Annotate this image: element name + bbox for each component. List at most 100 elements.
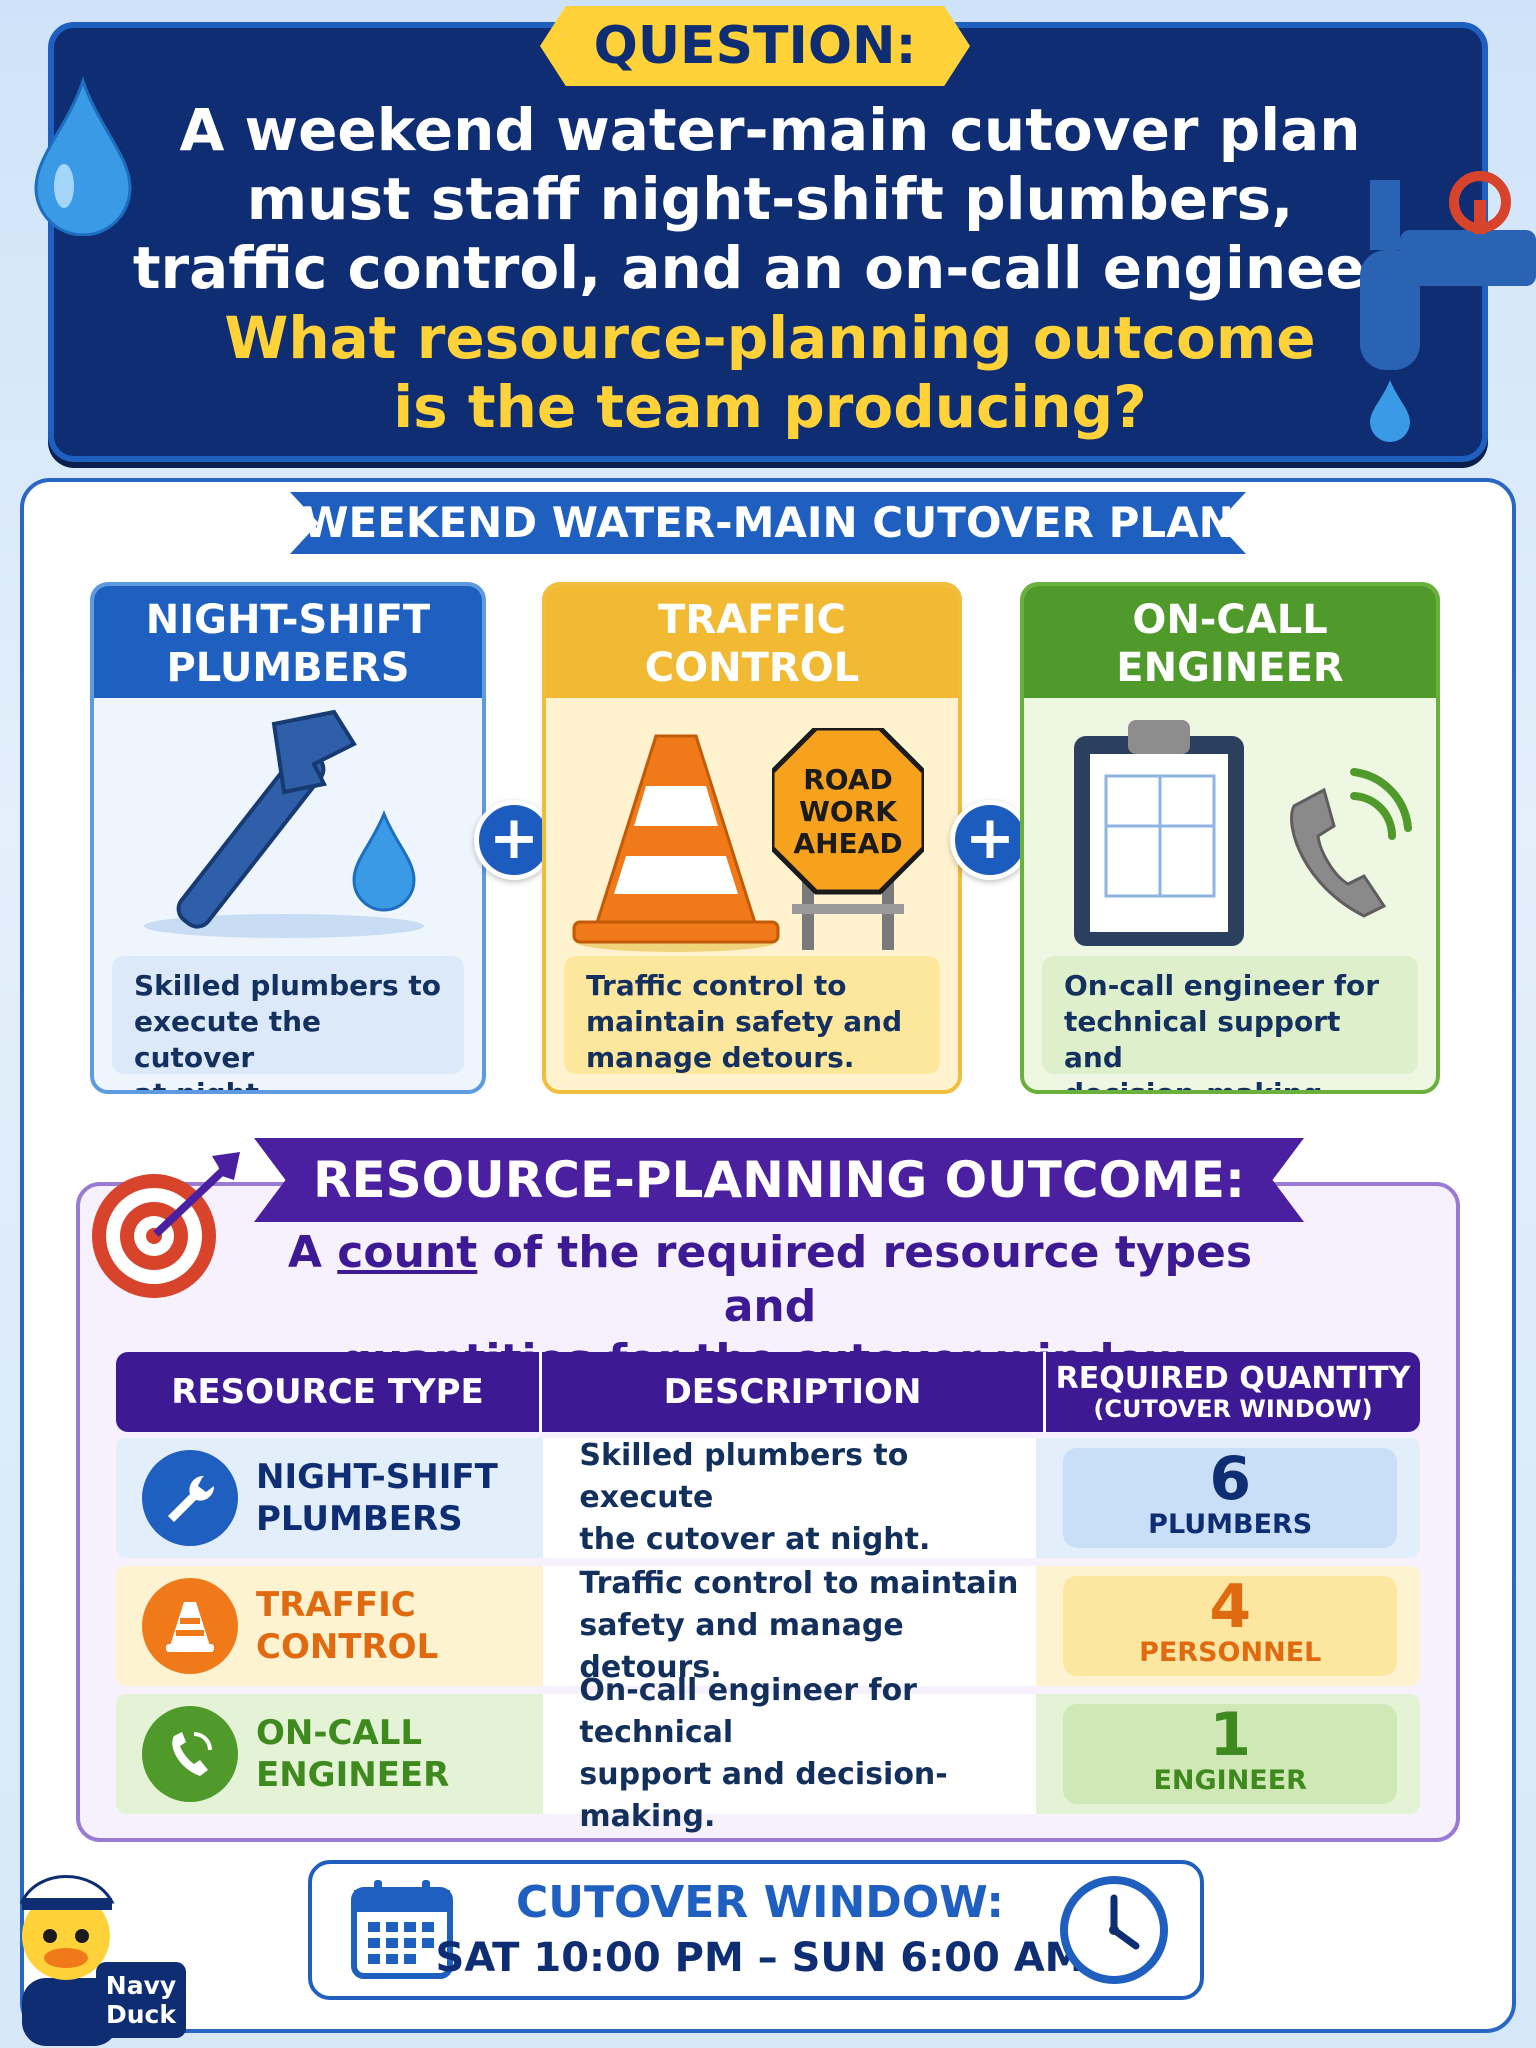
road-work-sign-text: ROAD WORK AHEAD [772, 764, 924, 860]
wrench-icon [142, 1450, 238, 1546]
mascot-label: Navy Duck [96, 1962, 186, 2038]
card-title-line-1: ON-CALL [1132, 597, 1328, 643]
question-highlight: What resource-planning outcome is the te… [120, 304, 1420, 442]
quantity-cell: 4 PERSONNEL [1040, 1566, 1420, 1686]
question-line-4: What resource-planning outcome [224, 304, 1316, 372]
header-quantity: REQUIRED QUANTITY (CUTOVER WINDOW) [1046, 1352, 1420, 1432]
mascot-label-line: Navy [105, 1971, 177, 2000]
question-line-1: A weekend water-main cutover plan [179, 96, 1361, 164]
resource-type-cell: TRAFFIC CONTROL [116, 1566, 539, 1686]
quantity-cell: 6 PLUMBERS [1040, 1438, 1420, 1558]
description-line: On-call engineer for technical [579, 1673, 917, 1750]
sign-line: WORK [799, 795, 897, 828]
card-desc-line: Traffic control to [586, 969, 847, 1002]
card-on-call-engineer: ON-CALL ENGINEER On-call engineer for te… [1020, 582, 1440, 1094]
cutover-window-title: CUTOVER WINDOW: [516, 1877, 1004, 1928]
warning-sign-icon [772, 728, 924, 950]
card-title-line-1: NIGHT-SHIFT [145, 597, 431, 643]
wrench-icon [144, 709, 424, 938]
traffic-cone-icon [142, 1578, 238, 1674]
plus-icon: + [950, 800, 1030, 880]
cutover-window-box [308, 1860, 1204, 2000]
header-description: DESCRIPTION [542, 1352, 1046, 1432]
card-desc-line: execute the cutover [134, 1005, 322, 1074]
card-desc-line: maintain safety and [586, 1005, 903, 1038]
description-line: Skilled plumbers to execute [579, 1438, 909, 1515]
question-line-3: traffic control, and an on-call engineer… [132, 234, 1408, 302]
description-cell: On-call engineer for technical support a… [543, 1673, 1037, 1834]
calendar-icon [351, 1880, 453, 1979]
description-cell: Skilled plumbers to execute the cutover … [543, 1438, 1037, 1558]
faucet-icon [1360, 171, 1536, 442]
card-header: TRAFFIC CONTROL [546, 586, 958, 698]
card-desc-line: manage detours. [586, 1041, 855, 1074]
header-quantity-label: REQUIRED QUANTITY [1055, 1361, 1411, 1396]
clock-icon [1060, 1876, 1168, 1984]
sign-line: ROAD [803, 763, 893, 796]
question-tag: QUESTION: [540, 6, 970, 86]
target-icon [92, 1152, 240, 1298]
card-desc-line: decision-making. [1064, 1077, 1334, 1094]
clipboard-icon [1074, 720, 1244, 946]
card-night-shift-plumbers: NIGHT-SHIFT PLUMBERS Skilled plumbers to… [90, 582, 486, 1094]
card-header: ON-CALL ENGINEER [1024, 586, 1436, 698]
resource-type-line: TRAFFIC [256, 1585, 416, 1625]
description-line: Traffic control to maintain [579, 1566, 1019, 1601]
outcome-count-word: count [337, 1227, 478, 1278]
phone-icon [142, 1706, 238, 1802]
header-quantity-sub: (CUTOVER WINDOW) [1093, 1395, 1373, 1423]
description-cell: Traffic control to maintain safety and m… [543, 1566, 1037, 1686]
card-title-line-2: PLUMBERS [166, 645, 410, 691]
resource-type-line: CONTROL [256, 1627, 439, 1667]
quantity-unit: ENGINEER [1153, 1765, 1307, 1796]
question-line-5: is the team producing? [393, 373, 1147, 441]
description-line: safety and manage detours. [579, 1608, 904, 1685]
quantity-cell: 1 ENGINEER [1040, 1694, 1420, 1814]
question-line-2: must staff night-shift plumbers, [246, 165, 1294, 233]
phone-icon [1290, 768, 1412, 918]
traffic-cone-icon [572, 734, 780, 952]
sign-line: AHEAD [793, 827, 903, 860]
quantity-badge: 4 PERSONNEL [1063, 1572, 1398, 1676]
resource-type-line: PLUMBERS [256, 1499, 463, 1539]
resource-type-cell: NIGHT-SHIFT PLUMBERS [116, 1438, 539, 1558]
resource-type-line: NIGHT-SHIFT [256, 1457, 498, 1497]
quantity-unit: PERSONNEL [1139, 1637, 1322, 1668]
card-description: Traffic control to maintain safety and m… [564, 956, 940, 1074]
resource-type-line: ON-CALL [256, 1713, 423, 1753]
quantity-badge: 6 PLUMBERS [1063, 1444, 1398, 1548]
table-row: TRAFFIC CONTROL Traffic control to maint… [116, 1566, 1420, 1686]
mascot-label-line: Duck [106, 2000, 176, 2029]
outcome-title: RESOURCE-PLANNING OUTCOME: [254, 1138, 1304, 1222]
resource-type-line: ENGINEER [256, 1755, 450, 1795]
quantity-value: 4 [1209, 1572, 1252, 1642]
description-line: the cutover at night. [579, 1522, 931, 1557]
resource-type-cell: ON-CALL ENGINEER [116, 1694, 539, 1814]
cutover-window-time: SAT 10:00 PM – SUN 6:00 AM [435, 1935, 1085, 1981]
card-desc-line: at night. [134, 1077, 270, 1094]
header-resource-type: RESOURCE TYPE [116, 1352, 542, 1432]
road-work-sign: ROAD WORK AHEAD [772, 728, 924, 954]
quantity-value: 6 [1209, 1444, 1252, 1514]
water-drop-icon [34, 76, 132, 236]
card-title-line-2: CONTROL [644, 645, 860, 691]
question-text: A weekend water-main cutover plan must s… [120, 96, 1420, 303]
outcome-text-a: A [287, 1227, 338, 1278]
description-line: support and decision-making. [579, 1757, 948, 1834]
card-desc-line: technical support and [1064, 1005, 1341, 1074]
card-desc-line: On-call engineer for [1064, 969, 1380, 1002]
duck-mascot-icon [19, 1875, 118, 2046]
card-description: On-call engineer for technical support a… [1042, 956, 1418, 1090]
resource-type-label: NIGHT-SHIFT PLUMBERS [256, 1456, 498, 1540]
card-traffic-control: TRAFFIC CONTROL ROAD WORK AHEAD Traffic … [542, 582, 962, 1094]
card-title-line-1: TRAFFIC [658, 597, 846, 643]
quantity-unit: PLUMBERS [1148, 1509, 1313, 1540]
quantity-badge: 1 ENGINEER [1063, 1700, 1398, 1804]
table-header: RESOURCE TYPE DESCRIPTION REQUIRED QUANT… [116, 1352, 1420, 1432]
outcome-text-b: of the required resource types and [477, 1227, 1253, 1332]
card-title-line-2: ENGINEER [1116, 645, 1344, 691]
resource-type-label: ON-CALL ENGINEER [256, 1712, 449, 1796]
quantity-value: 1 [1209, 1700, 1252, 1770]
table-row: NIGHT-SHIFT PLUMBERS Skilled plumbers to… [116, 1438, 1420, 1558]
card-description: Skilled plumbers to execute the cutover … [112, 956, 464, 1090]
